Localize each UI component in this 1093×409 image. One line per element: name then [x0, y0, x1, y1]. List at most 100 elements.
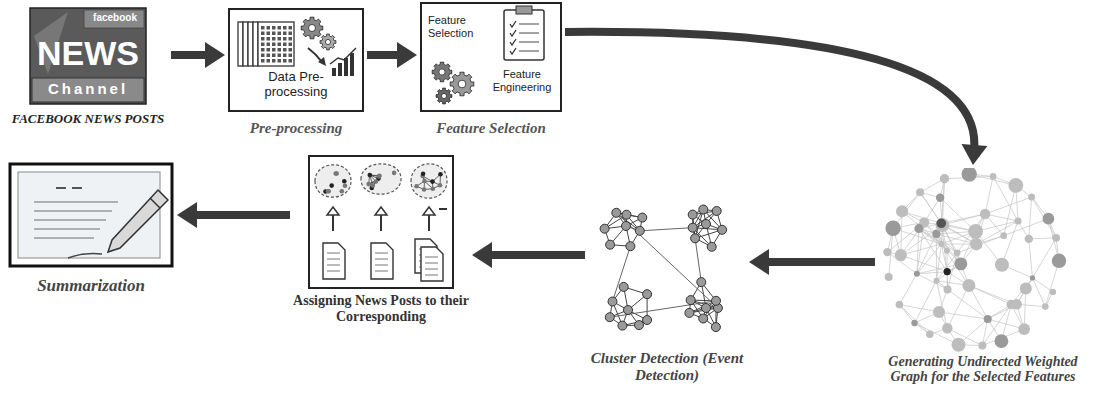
graph-vertex: [995, 258, 1009, 272]
data-cell: [261, 37, 265, 41]
graph-vertex: [1050, 289, 1056, 295]
data-cell: [272, 54, 276, 58]
document-icon: [421, 247, 443, 281]
data-cell: [267, 54, 271, 58]
data-cell: [289, 43, 293, 47]
graph-edge: [901, 244, 942, 255]
cluster-dot: [342, 179, 347, 184]
data-cell: [272, 26, 276, 30]
process-node: Generating Undirected Weighted Graph for…: [878, 168, 1088, 385]
data-cell: [261, 59, 265, 63]
data-cell: [267, 32, 271, 36]
cluster-vertex: [699, 314, 708, 323]
process-box-frame: [421, 3, 561, 111]
icon-frame: [30, 8, 146, 104]
graph-edge: [899, 305, 929, 335]
caption-area: Cluster Detection (Event Detection): [588, 350, 746, 385]
graph-vertex: [936, 194, 944, 202]
data-cell: [272, 48, 276, 52]
arrow-line: [193, 211, 290, 219]
cluster-vertex: [711, 323, 720, 332]
graph-vertex: [962, 168, 977, 182]
data-cell: [278, 26, 282, 30]
data-cell: [261, 32, 265, 36]
graph-vertex: [1042, 303, 1049, 310]
data-cell: [267, 59, 271, 63]
flow-arrow: [367, 42, 417, 68]
data-cell: [261, 26, 265, 30]
data-cell: [283, 37, 287, 41]
graph-edge: [1029, 239, 1033, 278]
cluster-blob: [361, 164, 401, 194]
document-line: [425, 257, 438, 258]
cluster-vertex: [712, 207, 721, 216]
cluster-vertex: [699, 205, 708, 214]
data-cell: [289, 26, 293, 30]
document-line: [425, 269, 438, 270]
graph-vertex: [944, 285, 952, 293]
small-arrow-head: [327, 207, 339, 215]
cluster-dot: [371, 183, 376, 188]
inner-label: Data Pre-processing: [248, 70, 344, 100]
gear-icon: [436, 88, 452, 104]
cluster-vertex: [622, 210, 631, 219]
step-caption: Generating Undirected Weighted Graph for…: [878, 354, 1088, 385]
graph-vertex: [995, 334, 1009, 348]
data-cell: [283, 32, 287, 36]
check-line: [519, 41, 539, 42]
graph-vertex: [1014, 217, 1021, 224]
inter-cluster-edge: [695, 238, 701, 282]
graph-edge: [985, 197, 1032, 214]
graph-edge: [917, 229, 919, 274]
data-cell: [261, 48, 265, 52]
caption-area: Feature Selection: [420, 120, 562, 137]
flow-arrow: [472, 242, 585, 268]
process-node: Assigning News Posts to their Correspond…: [293, 155, 469, 326]
process-box-frame: [309, 156, 453, 288]
cluster-vertex: [638, 213, 647, 222]
minus-mark: [439, 208, 447, 210]
sheet-edge: [238, 22, 243, 66]
cluster-blob: [411, 164, 447, 198]
graph-edge: [941, 244, 969, 286]
small-arrow-head: [375, 207, 387, 215]
graph-vertex: [968, 224, 983, 239]
node-illustration: [293, 155, 469, 289]
caption-area: Assigning News Posts to their Correspond…: [293, 293, 469, 325]
data-cell: [289, 32, 293, 36]
graph-edge: [901, 211, 902, 255]
document-line: [327, 271, 340, 272]
graph-vertex: [1008, 178, 1023, 193]
cluster-dot: [431, 186, 436, 191]
inter-cluster-edge: [640, 228, 693, 231]
sheet-edge: [243, 22, 248, 66]
check-line: [519, 32, 539, 33]
data-sheet: [258, 22, 294, 66]
check-mark: [510, 21, 516, 27]
data-cell: [278, 59, 282, 63]
process-node: Cluster Detection (Event Detection): [588, 188, 746, 385]
graph-vertex: [914, 224, 923, 233]
cluster-vertex: [702, 304, 711, 313]
graph-vertex: [978, 342, 986, 350]
cluster-dot: [422, 179, 427, 184]
cluster-vertex: [618, 321, 627, 330]
flow-arrow: [308, 48, 322, 62]
cluster-vertex: [707, 242, 716, 251]
graph-vertex: [933, 306, 945, 318]
graph-vertex: [955, 258, 968, 271]
gear-hole: [441, 93, 446, 98]
gear-icon: [450, 72, 474, 96]
cluster-vertex: [688, 223, 697, 232]
document-line: [327, 253, 340, 254]
cluster-vertex: [643, 290, 652, 299]
graph-vertex: [942, 323, 952, 333]
graph-vertex: [1020, 282, 1032, 294]
chart-bar: [350, 53, 354, 76]
gear-hole: [439, 69, 445, 75]
caption-area: Generating Undirected Weighted Graph for…: [878, 354, 1088, 385]
cluster-vertex: [600, 224, 609, 233]
graph-edge: [899, 274, 917, 305]
check-mark: [510, 39, 516, 45]
cluster-vertex: [691, 234, 700, 243]
